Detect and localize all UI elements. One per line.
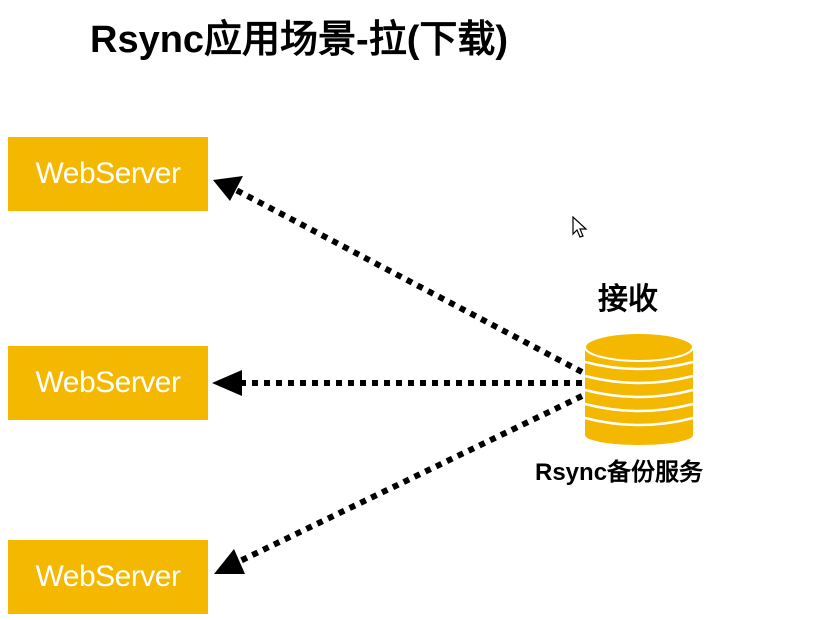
webserver-node-1: WebServer [8, 137, 208, 211]
edge-arrow-to-server-1 [234, 187, 584, 375]
webserver-node-2: WebServer [8, 346, 208, 420]
arrowhead-server-1 [213, 176, 243, 201]
webserver-label: WebServer [35, 366, 181, 399]
backup-service-label: Rsync备份服务 [535, 459, 704, 486]
receive-label: 接收 [598, 283, 658, 316]
mouse-pointer-icon [572, 216, 588, 238]
page-title: Rsync应用场景-拉(下载) [90, 19, 509, 61]
arrowhead-server-2 [212, 370, 242, 396]
webserver-label: WebServer [35, 157, 181, 190]
edge-arrow-to-server-3 [238, 393, 584, 564]
arrowhead-server-3 [214, 549, 245, 574]
webserver-label: WebServer [35, 560, 181, 593]
database-icon [584, 332, 694, 445]
webserver-node-3: WebServer [8, 540, 208, 614]
